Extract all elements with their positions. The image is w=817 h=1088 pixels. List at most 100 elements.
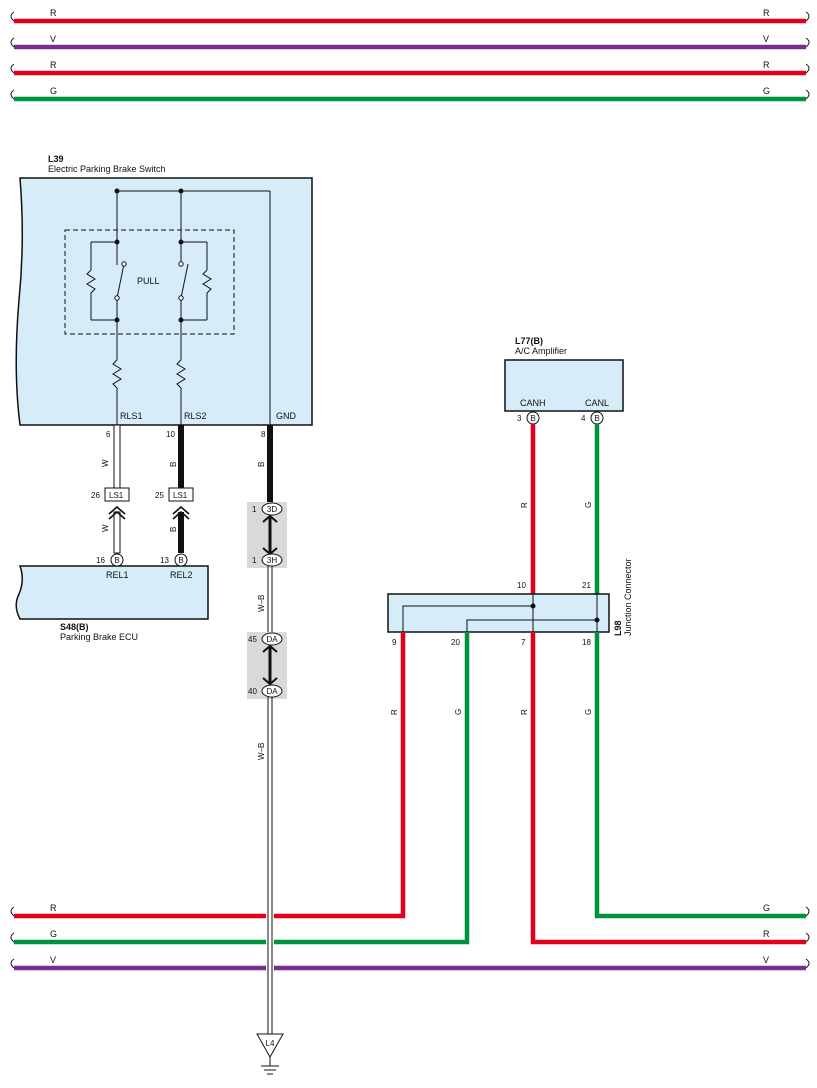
break-mark-icon (805, 37, 810, 48)
switch-label: PULL (137, 276, 160, 286)
component-box (15, 177, 313, 426)
pin-name: REL2 (170, 570, 193, 580)
wire-label: R (50, 903, 57, 913)
wire-green (14, 632, 470, 945)
chevron-up-icon (262, 514, 278, 523)
pin-connector: 3 B (517, 411, 540, 425)
break-mark-icon (10, 89, 15, 100)
wire-label: V (50, 955, 56, 965)
break-mark-icon (10, 932, 15, 943)
chevron-up-icon (108, 505, 126, 515)
wire-red (14, 632, 406, 919)
break-mark-icon (10, 958, 15, 969)
connector-pin-number: 1 (252, 505, 257, 514)
wire-label: R (50, 8, 57, 18)
pin-number: 16 (96, 556, 105, 565)
wire-label: R (763, 60, 770, 70)
connector-label: DA (266, 635, 278, 644)
component-box (387, 593, 610, 633)
wire-label: V (763, 34, 769, 44)
wire-color-label: B (169, 462, 178, 467)
connector-code: B (530, 414, 535, 423)
switch-contacts (114, 261, 184, 301)
break-mark-icon (805, 932, 810, 943)
connector-code: B (114, 556, 119, 565)
switch-dashed-enclosure (64, 229, 235, 335)
break-mark-icon (805, 63, 810, 74)
connector-label: DA (266, 687, 278, 696)
pin-number: 9 (392, 638, 397, 647)
top-bus: R R V V R R G G (10, 8, 810, 102)
pin-number: 7 (521, 638, 526, 647)
pin-name: GND (276, 411, 297, 421)
pin-number: 13 (160, 556, 169, 565)
wire-label: V (763, 955, 769, 965)
connector-pin-number: 25 (155, 491, 164, 500)
component-code: L98 (613, 620, 623, 636)
top-bus-wire: V V (10, 34, 810, 50)
component-box (504, 359, 624, 412)
ls1-connector: 25 LS1 (155, 487, 194, 502)
connector-label: 3D (267, 505, 277, 514)
component-code: S48(B) (60, 622, 89, 632)
wire-rls2: B B (169, 425, 190, 553)
junction-internal-lines (402, 594, 598, 632)
wire-label: V (50, 34, 56, 44)
ground-label: L4 (266, 1039, 275, 1048)
wire-label: G (763, 86, 770, 96)
break-mark-icon (10, 63, 15, 74)
break-mark-icon (805, 958, 810, 969)
wire-color-label: R (520, 502, 529, 508)
break-mark-icon (10, 906, 15, 917)
ground-path: B 1 3D 1 3H W–B 45 DA (247, 425, 287, 1075)
junction-dots (114, 188, 184, 323)
pin-connector: 13 B (160, 553, 188, 567)
component-name: Parking Brake ECU (60, 632, 138, 642)
chevron-down-icon (262, 677, 278, 686)
wire-color-label: B (169, 527, 178, 532)
junction-dot (594, 617, 600, 623)
break-mark-icon (805, 89, 810, 100)
wire-color-label: R (390, 709, 399, 715)
connector-pin-number: 40 (248, 687, 257, 696)
component-name: Electric Parking Brake Switch (48, 164, 166, 174)
wire-label: G (50, 929, 57, 939)
connector-da: 45 DA (248, 632, 283, 646)
pin-name: REL1 (106, 570, 129, 580)
top-bus-wire: G G (10, 86, 810, 102)
top-bus-wire: R R (10, 60, 810, 76)
wire-label: G (763, 903, 770, 913)
wire-color-label: R (520, 709, 529, 715)
wire-white-black-crossing (266, 906, 274, 976)
break-mark-icon (805, 906, 810, 917)
wire-rls1: W W (101, 424, 126, 554)
ground-icon: L4 (256, 1033, 284, 1075)
break-mark-icon (10, 37, 15, 48)
pin-connector: 16 B (96, 553, 124, 567)
wire-color-label: W (101, 459, 110, 467)
wire-label: R (50, 60, 57, 70)
pin-number: 21 (582, 581, 591, 590)
wire-color-label: W–B (257, 743, 266, 760)
wire-color-label: W (101, 524, 110, 532)
wire-label: R (763, 929, 770, 939)
s48-component: 16 B 13 B REL1 REL2 S48(B) Parking Brake… (15, 553, 209, 642)
wire-label: G (50, 86, 57, 96)
break-mark-icon (805, 11, 810, 22)
pin-number: 3 (517, 414, 522, 423)
wire-color-label: G (584, 709, 593, 715)
wire-color-label: B (257, 462, 266, 467)
pin-number: 6 (106, 430, 111, 439)
connector-label: LS1 (173, 491, 188, 500)
l77-component: L77(B) A/C Amplifier CANH CANL 3 B 4 B (504, 336, 624, 425)
wire-red (530, 632, 806, 945)
component-code: L77(B) (515, 336, 543, 346)
connector-code: B (594, 414, 599, 423)
connector-3h: 1 3H (252, 553, 283, 567)
chevron-up-icon (172, 510, 190, 520)
wire-color-label: G (454, 709, 463, 715)
connector-code: B (178, 556, 183, 565)
top-bus-wire: R R (10, 8, 810, 24)
component-code: L39 (48, 154, 64, 164)
